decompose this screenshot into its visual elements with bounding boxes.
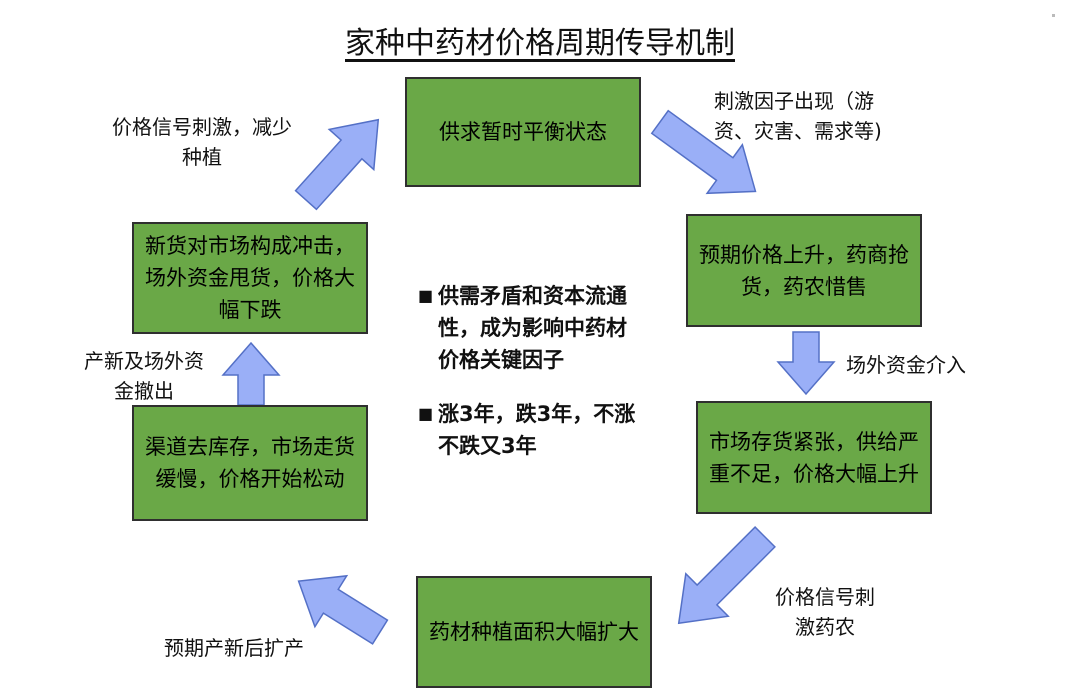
label-outside-funds: 场外资金介入	[846, 353, 966, 377]
arrow-expect-to-shortage	[776, 331, 836, 396]
label-signal-line1: 价格信号刺	[775, 585, 875, 609]
box-balance: 供求暂时平衡状态	[405, 77, 641, 187]
label-reduce-planting: 价格信号刺激，减少 种植	[112, 112, 292, 172]
box-impact: 新货对市场构成冲击，场外资金甩货，价格大幅下跌	[132, 222, 368, 334]
box-destock-text: 渠道去库存，市场走货缓慢，价格开始松动	[145, 435, 355, 491]
corner-dot	[1052, 14, 1055, 17]
box-destock: 渠道去库存，市场走货缓慢，价格开始松动	[132, 405, 368, 521]
center-note-1: ■ 供需矛盾和资本流通性，成为影响中药材价格关键因子	[418, 280, 638, 376]
label-signal-line2: 激药农	[795, 615, 855, 639]
box-impact-text: 新货对市场构成冲击，场外资金甩货，价格大幅下跌	[145, 234, 355, 322]
label-withdraw: 产新及场外资 金撤出	[84, 346, 204, 406]
center-note-2: ■ 涨3年，跌3年，不涨不跌又3年	[418, 398, 638, 462]
label-stimulus-line2: 资、灾害、需求等)	[714, 119, 882, 143]
arrow-balance-to-expect	[650, 109, 757, 195]
label-expect-expand: 预期产新后扩产	[164, 636, 304, 660]
arrow-destock-to-impact	[221, 341, 281, 406]
arrow-shortage-to-expand	[677, 526, 776, 625]
center-note-1-text: 供需矛盾和资本流通性，成为影响中药材价格关键因子	[438, 284, 627, 372]
label-withdraw-line1: 产新及场外资	[84, 349, 204, 373]
box-expand-text: 药材种植面积大幅扩大	[429, 620, 639, 644]
center-notes: ■ 供需矛盾和资本流通性，成为影响中药材价格关键因子 ■ 涨3年，跌3年，不涨不…	[418, 280, 638, 484]
arrow-impact-to-balance	[294, 118, 380, 211]
box-shortage: 市场存货紧张，供给严重不足，价格大幅上升	[696, 401, 932, 514]
label-stimulus-line1: 刺激因子出现（游	[714, 89, 874, 113]
label-reduce-line2: 种植	[182, 145, 222, 169]
label-signal-farmers: 价格信号刺 激药农	[775, 582, 875, 642]
box-shortage-text: 市场存货紧张，供给严重不足，价格大幅上升	[709, 429, 919, 486]
label-withdraw-line2: 金撤出	[114, 379, 174, 403]
square-bullet-icon: ■	[418, 286, 434, 305]
box-expand: 药材种植面积大幅扩大	[416, 576, 652, 688]
box-expect-rise: 预期价格上升，药商抢货，药农惜售	[686, 214, 922, 327]
diagram-title: 家种中药材价格周期传导机制	[345, 26, 735, 61]
arrow-expand-to-destock	[297, 574, 389, 645]
label-reduce-line1: 价格信号刺激，减少	[112, 115, 292, 139]
box-expect-rise-text: 预期价格上升，药商抢货，药农惜售	[699, 242, 909, 299]
box-balance-text: 供求暂时平衡状态	[439, 120, 607, 144]
center-note-2-text: 涨3年，跌3年，不涨不跌又3年	[438, 402, 636, 458]
label-stimulus: 刺激因子出现（游 资、灾害、需求等)	[714, 86, 882, 146]
square-bullet-icon: ■	[418, 404, 434, 423]
